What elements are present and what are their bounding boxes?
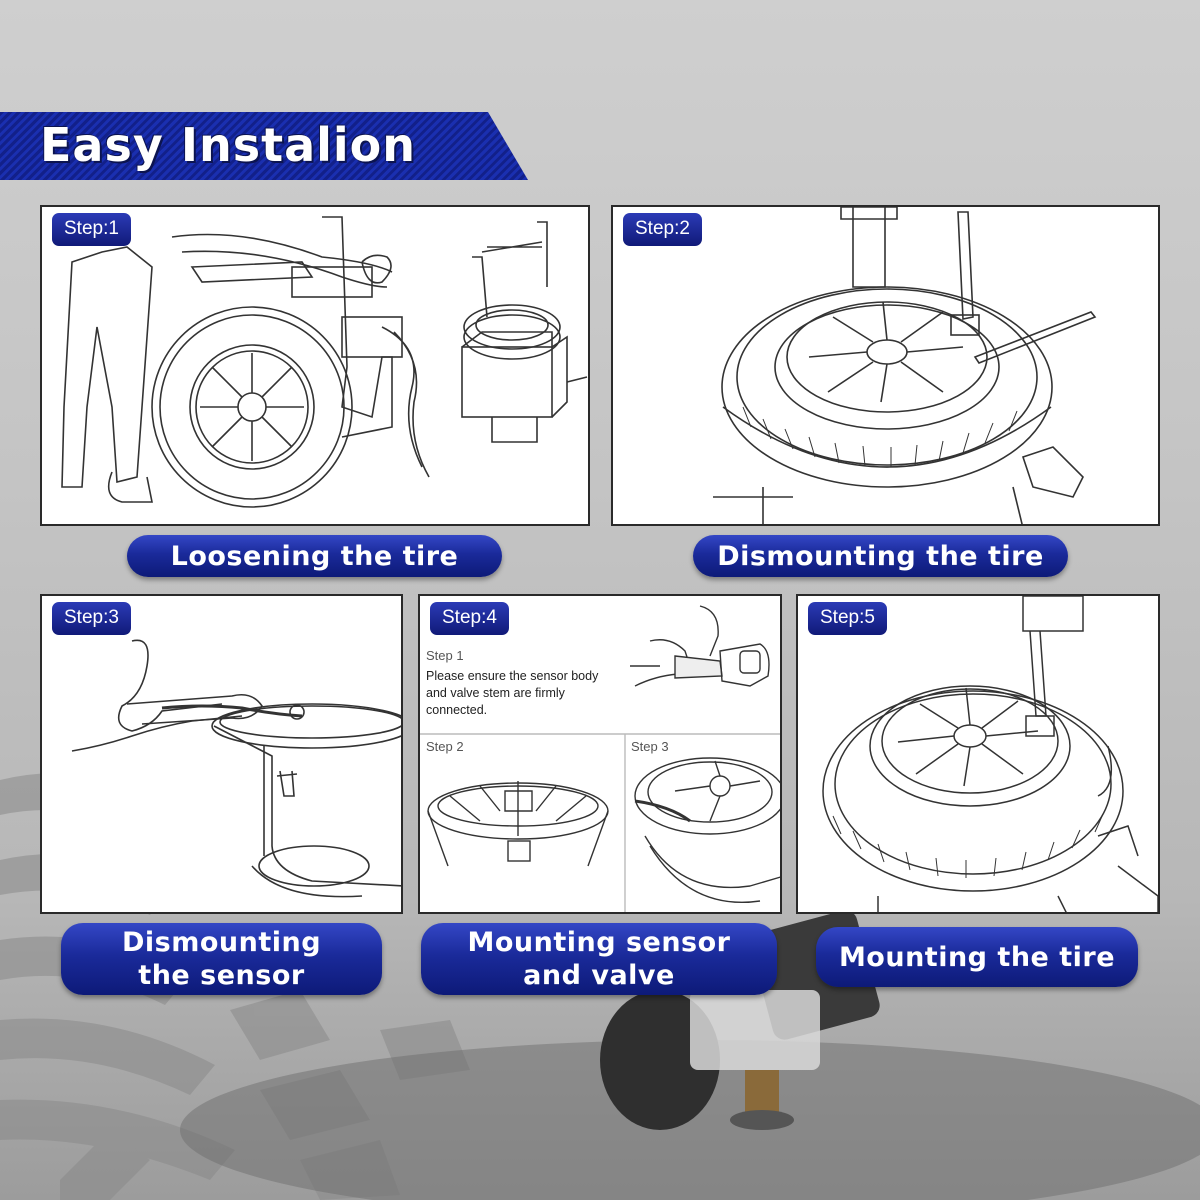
mounting-tire-illustration-icon — [822, 596, 1158, 912]
step-4-badge: Step:4 — [430, 602, 509, 635]
sensor-valve-assembly-illustration-icon — [420, 605, 780, 912]
step-3-caption-line-2: the sensor — [138, 960, 305, 991]
step-4-caption-line-2: and valve — [523, 960, 675, 991]
step-3-caption-line-1: Dismounting — [121, 927, 322, 958]
step-3-panel: Step:3 — [40, 594, 403, 914]
step-4-caption: Mounting sensor and valve — [421, 923, 777, 995]
tire-on-changer-illustration-icon — [713, 207, 1097, 524]
hand-removing-sensor-illustration-icon — [71, 639, 401, 898]
substep-3-label: Step 3 — [631, 739, 669, 754]
step-5-panel: Step:5 — [796, 594, 1160, 914]
step-2-caption-line: Dismounting the tire — [717, 540, 1044, 572]
step-5-caption: Mounting the tire — [816, 927, 1138, 987]
step-5-caption-line: Mounting the tire — [838, 941, 1116, 973]
step-4-caption-line-1: Mounting sensor — [467, 927, 731, 958]
step-4-panel: Step:4 Step 1 Please ensure the sensor b… — [418, 594, 782, 914]
step-2-panel: Step:2 — [611, 205, 1160, 526]
step-1-caption-line: Loosening the tire — [170, 540, 459, 572]
page-title: Easy Instalion — [40, 118, 417, 172]
step-5-badge: Step:5 — [808, 602, 887, 635]
step-2-badge: Step:2 — [623, 213, 702, 246]
step-1-badge: Step:1 — [52, 213, 131, 246]
step-2-caption: Dismounting the tire — [693, 535, 1068, 577]
substep-1-instruction: Please ensure the sensor body and valve … — [426, 669, 599, 717]
title-banner — [0, 112, 528, 180]
substep-2-label: Step 2 — [426, 739, 464, 754]
substep-1-label: Step 1 — [426, 648, 464, 663]
step-3-badge: Step:3 — [52, 602, 131, 635]
tire-changer-machine-illustration-icon — [61, 216, 588, 508]
step-1-caption: Loosening the tire — [127, 535, 502, 577]
step-1-panel: Step:1 — [40, 205, 590, 526]
step-3-caption: Dismounting the sensor — [61, 923, 382, 995]
